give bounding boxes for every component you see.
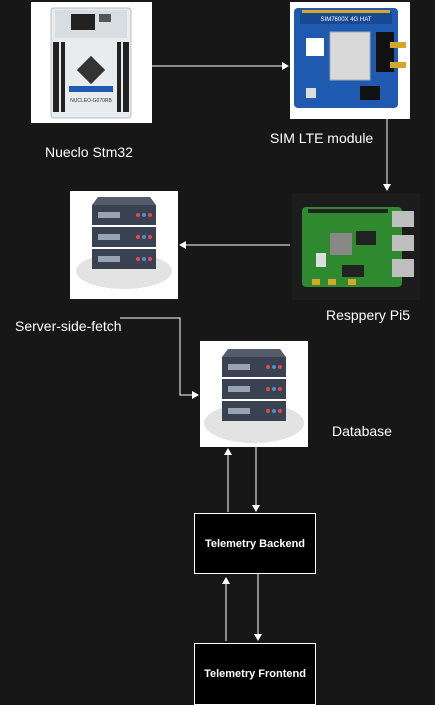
database-label: Database xyxy=(332,423,392,439)
sim-label: SIM LTE module xyxy=(270,130,374,146)
sim-board-text: SIM7600X 4G HAT xyxy=(321,17,372,23)
sim-module-image: SIM7600X 4G HAT xyxy=(290,2,410,119)
stm32-board-image: NUCLEO-G070RB xyxy=(31,2,152,123)
telemetry-backend-label: Telemetry Backend xyxy=(204,537,306,550)
server-label: Server-side-fetch xyxy=(15,318,122,334)
telemetry-frontend-box: Telemetry Frontend xyxy=(194,643,316,705)
telemetry-backend-box: Telemetry Backend xyxy=(194,513,316,574)
arrow-server-to-db xyxy=(120,317,199,399)
pi5-label: Resppery Pi5 xyxy=(326,307,411,323)
database-image xyxy=(200,341,308,447)
stm32-board-text: NUCLEO-G070RB xyxy=(70,98,112,104)
server-image xyxy=(70,191,178,299)
pi5-board-image xyxy=(292,193,420,300)
telemetry-frontend-label: Telemetry Frontend xyxy=(204,668,306,680)
stm32-label: Nueclo Stm32 xyxy=(45,144,133,160)
